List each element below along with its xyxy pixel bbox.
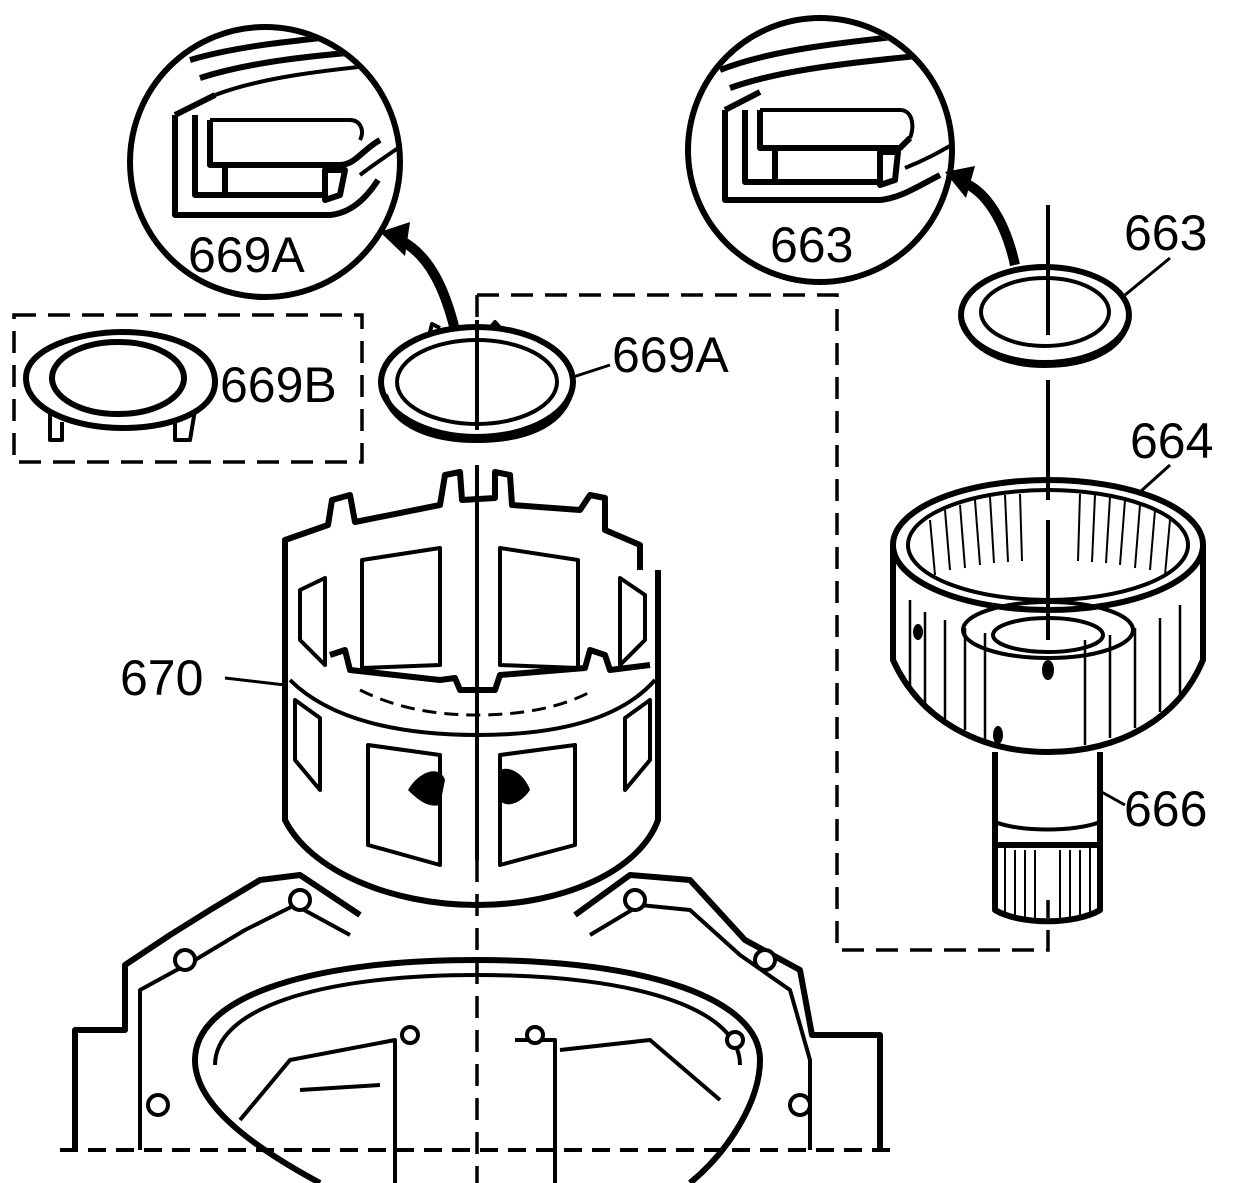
detail-circle-663: 663 xyxy=(685,15,955,285)
alignment-dashed-paths xyxy=(475,293,1050,1183)
alternate-seal-box-669b: 669B xyxy=(12,313,364,464)
leader-663 xyxy=(1124,256,1171,297)
curved-arrow-right-icon xyxy=(945,166,1020,267)
leader-669a xyxy=(569,363,611,380)
seal-669b xyxy=(23,329,218,442)
label-669b: 669B xyxy=(220,357,337,413)
label-670: 670 xyxy=(120,650,203,706)
label-666: 666 xyxy=(1124,781,1207,837)
transmission-case xyxy=(60,872,890,1183)
leader-666 xyxy=(1097,788,1126,807)
leader-670 xyxy=(224,676,286,687)
label-664: 664 xyxy=(1130,413,1213,469)
leader-664 xyxy=(1138,463,1172,494)
detail-label-663: 663 xyxy=(770,217,853,273)
housing-670 xyxy=(282,469,661,908)
label-669a: 669A xyxy=(612,327,729,383)
curved-arrow-left-icon xyxy=(380,222,460,332)
washer-663 xyxy=(958,264,1132,368)
detail-label-669a: 669A xyxy=(188,227,305,283)
detail-circle-669a: 669A xyxy=(127,24,403,300)
label-663: 663 xyxy=(1124,205,1207,261)
